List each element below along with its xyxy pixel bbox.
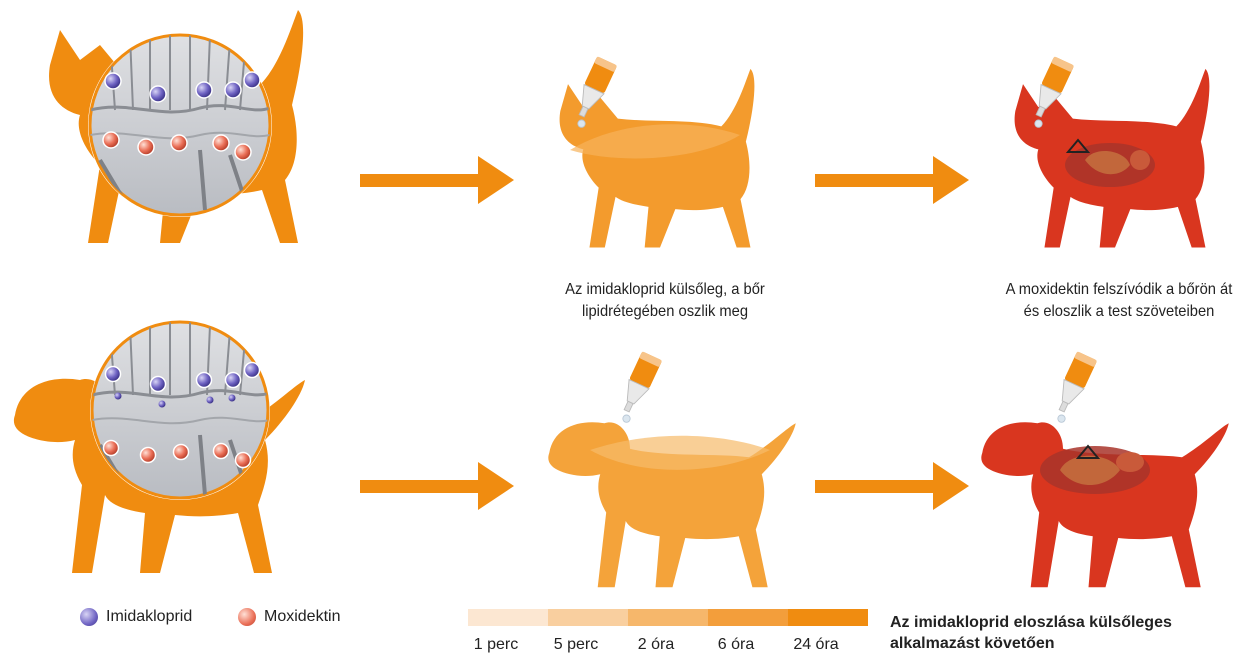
dog-right-stage [981,351,1228,587]
scale-segment-2 [548,609,628,626]
legend-moxidektin: Moxidektin [238,608,340,626]
scale-segment-5 [788,609,868,626]
legend-imidakloprid-label: Imidakloprid [106,608,192,626]
scale-label-4: 6 óra [696,636,776,654]
scale-segment-1 [468,609,548,626]
time-color-scale [468,609,868,626]
scale-segment-4 [708,609,788,626]
cat-middle-stage [560,56,755,247]
legend-imidakloprid: Imidakloprid [80,608,192,626]
arrow-cat-1 [360,156,514,204]
scale-label-1: 1 perc [456,636,536,654]
imidakloprid-ball-icon [80,608,98,626]
arrow-dog-1 [360,462,514,510]
scale-segment-3 [628,609,708,626]
skin-zoom-circle-dog [90,320,270,500]
caption-moxidektin-absorbed: A moxidektin felszívódik a bőrön át és e… [998,279,1239,323]
scale-label-5: 24 óra [776,636,856,654]
arrow-dog-2 [815,462,969,510]
scale-label-2: 5 perc [536,636,616,654]
cat-right-stage [1015,56,1210,247]
dog-with-skin-zoom [14,320,305,573]
scale-title: Az imidakloprid eloszlása külsőleges alk… [890,612,1240,654]
applicator-tube-icon [617,351,663,422]
legend-moxidektin-label: Moxidektin [264,608,340,626]
applicator-tube-icon [1052,351,1098,422]
skin-zoom-circle-cat [88,30,272,217]
dog-middle-stage [548,351,795,587]
cat-with-skin-zoom [49,10,303,243]
caption-imidakloprid-external: Az imidakloprid külsőleg, a bőr lipidrét… [550,279,780,323]
arrow-cat-2 [815,156,969,204]
scale-label-3: 2 óra [616,636,696,654]
moxidektin-ball-icon [238,608,256,626]
